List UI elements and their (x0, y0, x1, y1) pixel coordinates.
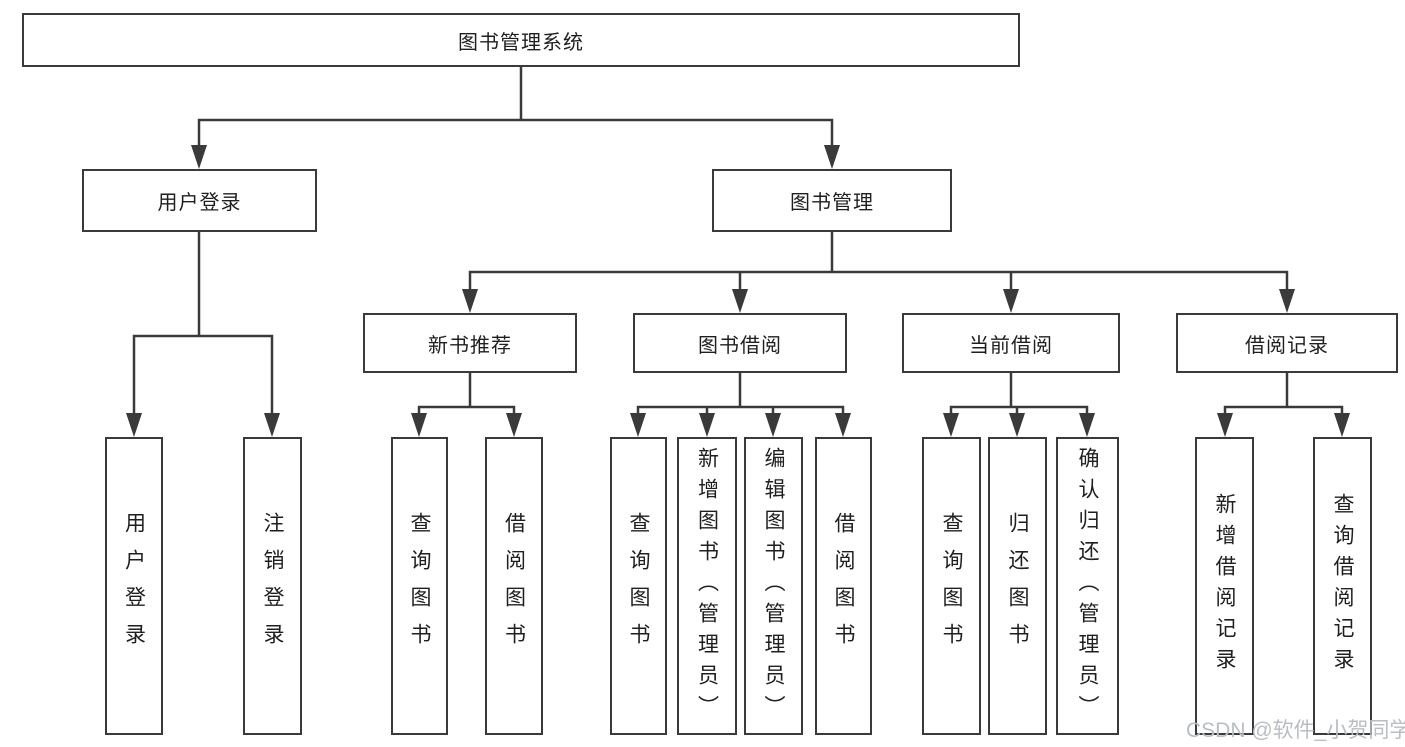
leaf-label: 查询图书 (940, 512, 963, 660)
leaf-logout: 注销登录 (243, 437, 302, 735)
leaf-label: 查询图书 (408, 512, 431, 660)
leaf-borrow-books-recommend: 借阅图书 (485, 437, 543, 735)
leaf-confirm-return-admin: 确认归还（管理员） (1056, 437, 1119, 735)
node-borrow-records: 借阅记录 (1176, 313, 1398, 373)
connector-root-to-level2 (191, 67, 840, 169)
leaf-label: 归还图书 (1006, 512, 1029, 660)
leaf-user-login: 用户登录 (105, 437, 163, 735)
leaf-query-borrow-record: 查询借阅记录 (1313, 437, 1372, 735)
leaf-label: 确认归还（管理员） (1076, 446, 1099, 726)
connector-book-borrow-to-leaves (630, 373, 851, 437)
leaf-label: 编辑图书（管理员） (762, 446, 785, 726)
leaf-return-book: 归还图书 (988, 437, 1047, 735)
node-current-borrow: 当前借阅 (902, 313, 1120, 373)
leaf-label: 借阅图书 (502, 512, 526, 660)
connector-book-management-to-level3 (462, 232, 1295, 313)
leaf-label: 注销登录 (261, 512, 284, 660)
leaf-label: 新增借阅记录 (1213, 493, 1236, 679)
leaf-label: 查询借阅记录 (1331, 493, 1354, 679)
node-book-borrow: 图书借阅 (633, 313, 847, 373)
node-book-management: 图书管理 (712, 169, 952, 232)
leaf-query-books-borrow: 查询图书 (610, 437, 667, 735)
leaf-query-books-recommend: 查询图书 (391, 437, 448, 735)
node-library-management-system: 图书管理系统 (22, 13, 1020, 67)
leaf-label: 用户登录 (122, 512, 146, 660)
connector-new-book-recommend-to-leaves (411, 373, 522, 437)
leaf-add-book-admin: 新增图书（管理员） (677, 437, 737, 735)
leaf-borrow-books: 借阅图书 (815, 437, 872, 735)
leaf-query-books-current: 查询图书 (922, 437, 981, 735)
connector-user-login-to-leaves (126, 232, 280, 437)
node-user-login: 用户登录 (82, 169, 317, 232)
leaf-label: 查询图书 (627, 512, 650, 660)
node-new-book-recommend: 新书推荐 (363, 313, 577, 373)
watermark: CSDN @软件_小贺同学 (1186, 719, 1405, 742)
leaf-label: 新增图书（管理员） (695, 446, 719, 726)
leaf-label: 借阅图书 (832, 512, 855, 660)
connector-current-borrow-to-leaves (943, 373, 1095, 437)
connector-borrow-records-to-leaves (1217, 373, 1350, 437)
leaf-edit-book-admin: 编辑图书（管理员） (744, 437, 803, 735)
leaf-add-borrow-record: 新增借阅记录 (1195, 437, 1254, 735)
